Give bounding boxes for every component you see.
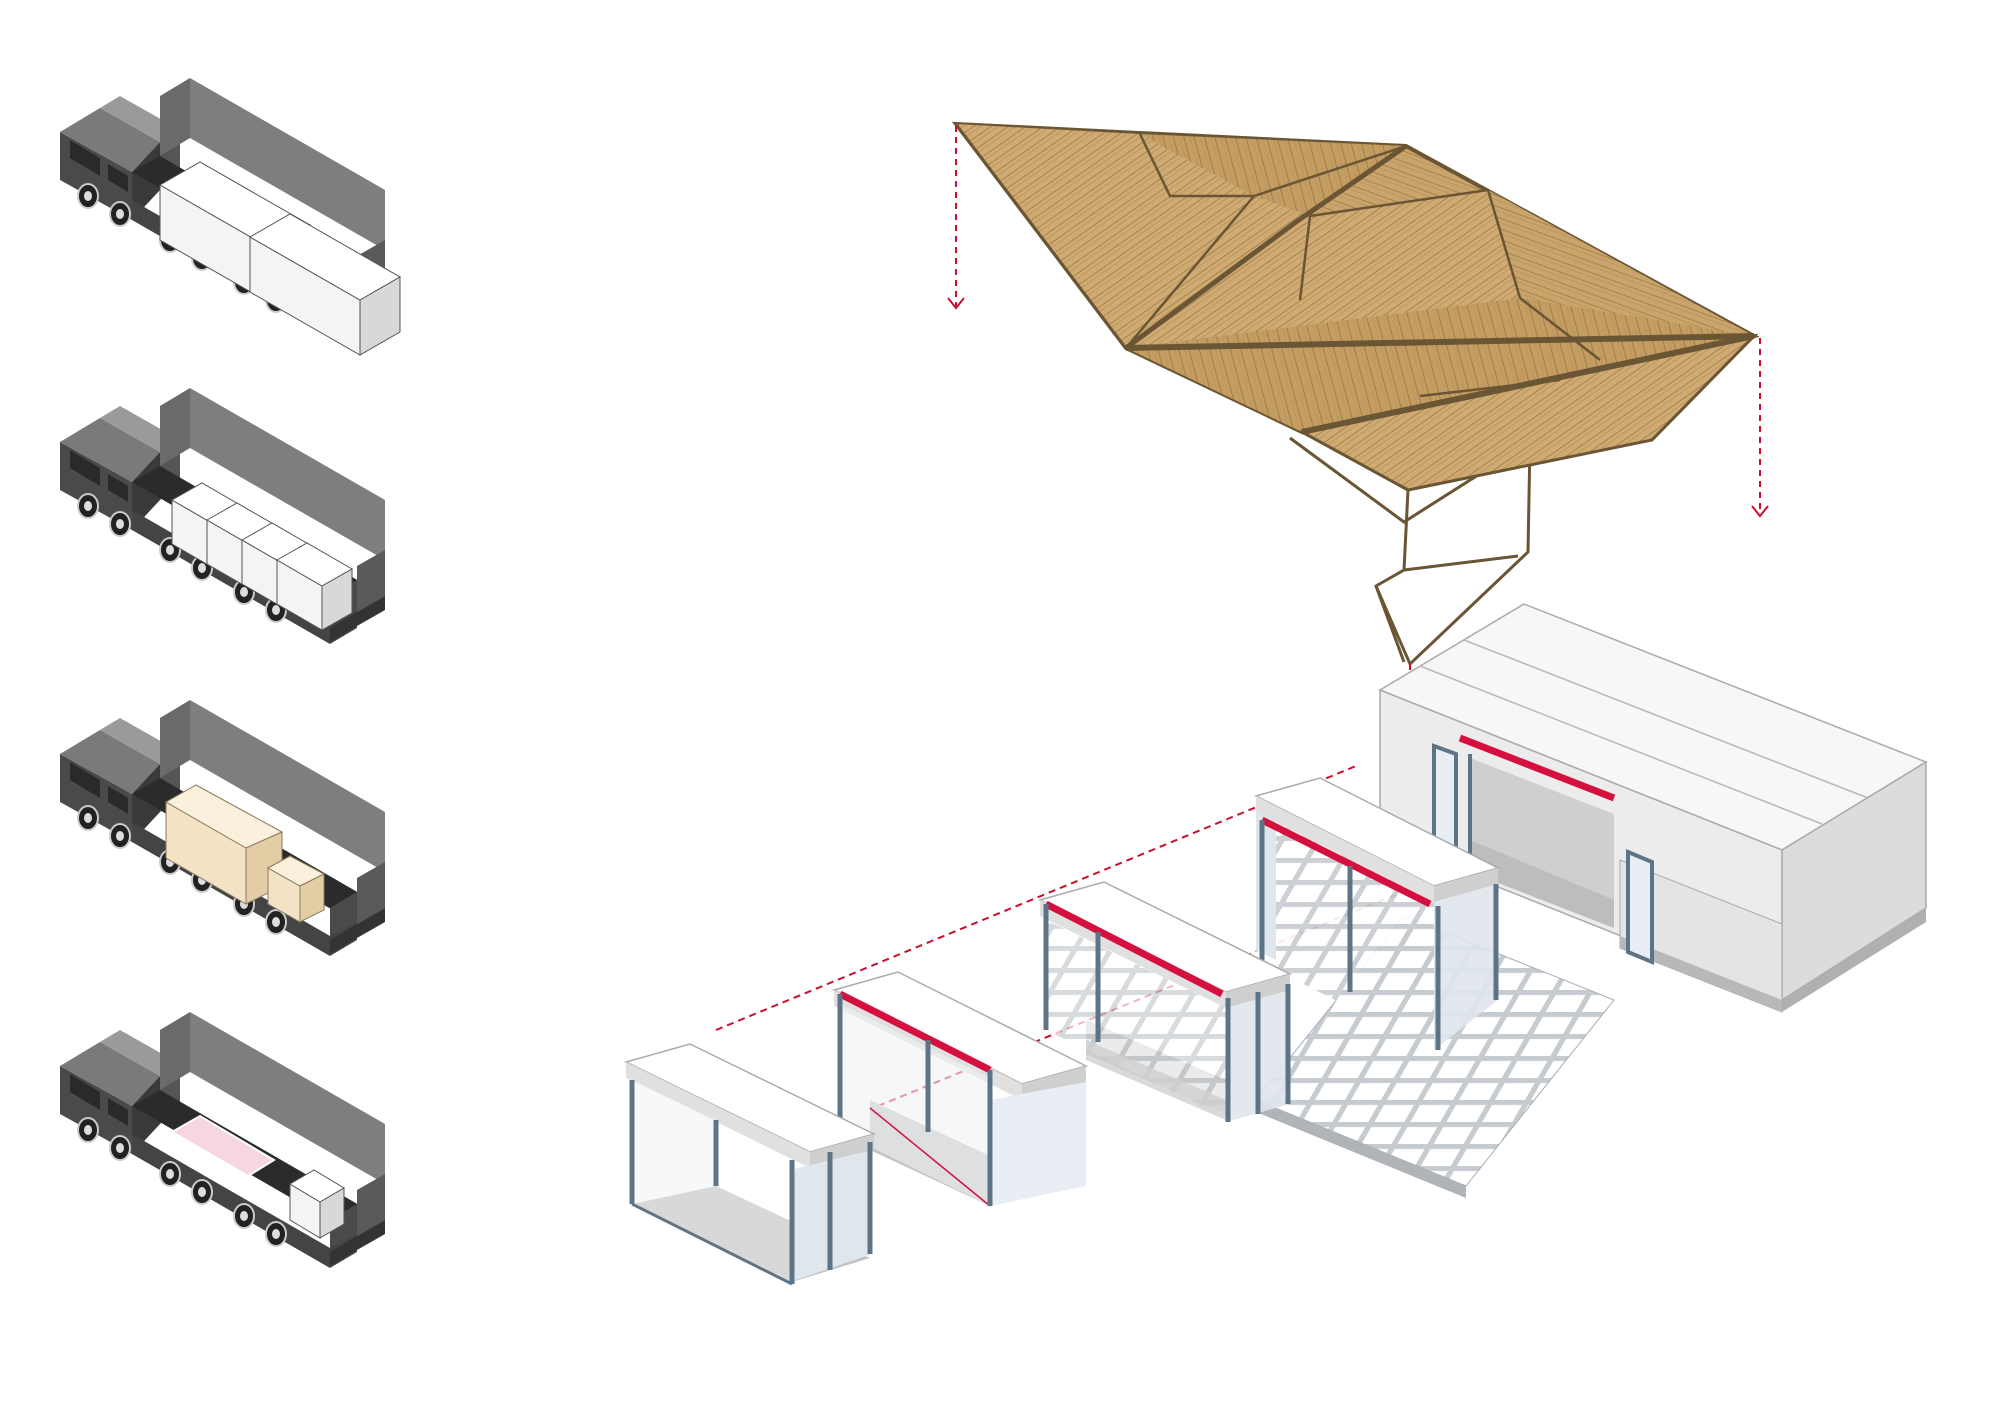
wood-crate-large — [164, 784, 284, 905]
end-module — [289, 1169, 345, 1239]
truck-flat-panels — [59, 1011, 386, 1269]
truck-wood-crates — [59, 699, 386, 957]
roof-panel-icon — [951, 121, 1760, 667]
truck-four-modules — [59, 387, 386, 645]
module-glass-1 — [831, 971, 1089, 1207]
container-icon — [1378, 603, 1928, 1013]
module-glass-2 — [1037, 881, 1293, 1122]
wood-crate-small — [266, 855, 326, 923]
truck-two-modules — [59, 77, 401, 356]
module-glass-3 — [1253, 777, 1501, 1050]
module-end — [623, 1043, 877, 1286]
